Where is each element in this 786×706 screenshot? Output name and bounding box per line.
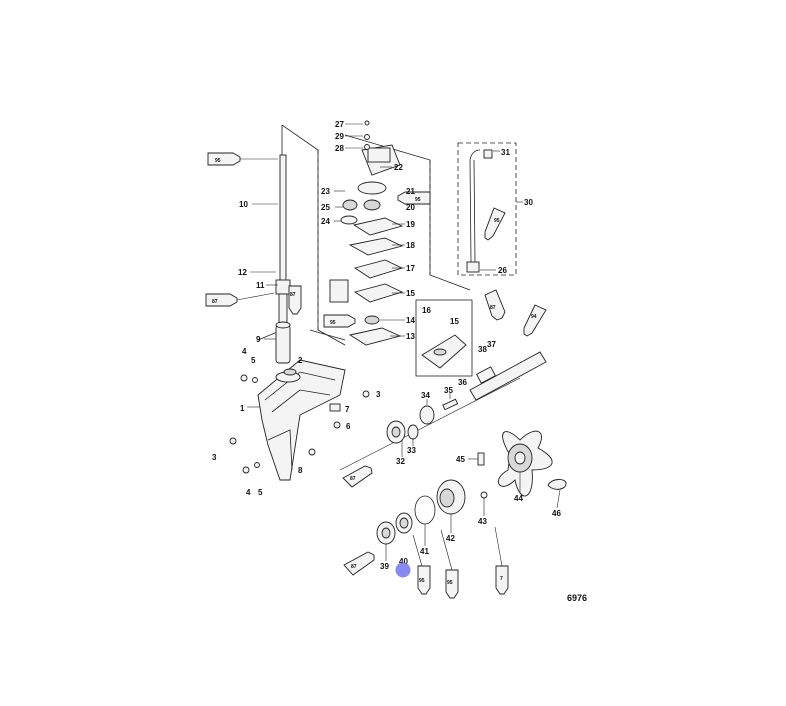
callout-24: 24 — [321, 217, 330, 226]
tube-95-shiftrod: 95 — [484, 207, 506, 241]
callout-numbers: 1 2 3 3 4 4 5 5 6 7 8 9 10 11 12 13 14 1… — [212, 120, 561, 571]
callout-40: 40 — [399, 557, 408, 566]
forward-gear — [386, 398, 459, 444]
callout-35: 35 — [444, 386, 453, 395]
drawing-number: 6976 — [567, 593, 587, 603]
tube-label: 95 — [330, 320, 336, 326]
propeller-shaft — [339, 351, 547, 471]
pump-inset-box — [415, 299, 473, 377]
fasteners — [229, 120, 567, 499]
callout-25: 25 — [321, 203, 330, 212]
callout-45: 45 — [456, 455, 465, 464]
tube-label: 95 — [494, 218, 500, 224]
tube-label: 87 — [350, 476, 356, 482]
tube-label: 95 — [215, 158, 221, 164]
bearing-sleeve — [275, 321, 291, 364]
callout-34: 34 — [421, 391, 430, 400]
callout-10: 10 — [239, 200, 248, 209]
bearings — [376, 512, 413, 545]
callout-12: 12 — [238, 268, 247, 277]
callout-41: 41 — [420, 547, 429, 556]
callout-11: 11 — [256, 281, 265, 290]
callout-18: 18 — [406, 241, 415, 250]
water-pump-stack — [329, 144, 404, 346]
callout-5: 5 — [258, 488, 263, 497]
tube-87-left: 87 — [205, 292, 275, 307]
callout-36: 36 — [458, 378, 467, 387]
leader-lines — [247, 123, 561, 561]
callout-31: 31 — [501, 148, 510, 157]
tube-95-top-left: 95 — [207, 152, 278, 166]
callout-42: 42 — [446, 534, 455, 543]
shift-rod-frame — [457, 142, 517, 276]
callout-4: 4 — [242, 347, 247, 356]
gear-housing — [257, 359, 346, 481]
callout-21: 21 — [406, 187, 415, 196]
o-ring — [414, 495, 436, 525]
lubricant-tubes: 95 87 87 95 95 95 87 94 — [205, 152, 547, 599]
tube-label: 95 — [419, 578, 425, 584]
callout-38: 38 — [478, 345, 487, 354]
tube-94: 94 — [523, 304, 547, 337]
tube-87-vertical: 87 — [288, 285, 302, 315]
callout-8: 8 — [298, 466, 303, 475]
callout-4: 4 — [246, 488, 251, 497]
propeller — [497, 430, 553, 497]
tube-label: 87 — [212, 299, 218, 305]
tube-95-bearing: 95 — [412, 534, 431, 595]
callout-5: 5 — [251, 356, 256, 365]
callout-13: 13 — [406, 332, 415, 341]
tube-label: 7 — [500, 576, 503, 582]
callout-33: 33 — [407, 446, 416, 455]
callout-30: 30 — [524, 198, 533, 207]
callout-14: 14 — [406, 316, 415, 325]
callout-28: 28 — [335, 144, 344, 153]
callout-3: 3 — [212, 453, 217, 462]
driveshaft-housing-outline — [257, 124, 346, 346]
callout-43: 43 — [478, 517, 487, 526]
callout-17: 17 — [406, 264, 415, 273]
tube-label: 87 — [490, 305, 496, 311]
callout-37: 37 — [487, 340, 496, 349]
callout-44: 44 — [514, 494, 523, 503]
callout-15: 15 — [450, 317, 459, 326]
bearing-carrier — [436, 479, 466, 515]
tube-7: 7 — [494, 526, 509, 595]
tube-87-bearing: 87 — [343, 551, 375, 576]
tube-label: 94 — [531, 314, 537, 320]
callout-20: 20 — [406, 203, 415, 212]
callout-46: 46 — [552, 509, 561, 518]
callout-26: 26 — [498, 266, 507, 275]
tube-label: 87 — [290, 292, 296, 298]
callout-27: 27 — [335, 120, 344, 129]
callout-15: 15 — [406, 289, 415, 298]
tube-95-pump-upper: 95 — [397, 191, 431, 205]
callout-3: 3 — [376, 390, 381, 399]
callout-23: 23 — [321, 187, 330, 196]
tube-87-shiftrod: 87 — [484, 289, 506, 321]
callout-7: 7 — [345, 405, 350, 414]
tube-label: 87 — [351, 564, 357, 570]
callout-32: 32 — [396, 457, 405, 466]
tube-label: 95 — [415, 197, 421, 203]
callout-1: 1 — [240, 404, 245, 413]
callout-9: 9 — [256, 335, 261, 344]
callout-29: 29 — [335, 132, 344, 141]
tube-label: 95 — [447, 580, 453, 586]
tube-95-carrier: 95 — [440, 529, 459, 599]
tube-87-gear: 87 — [342, 465, 373, 488]
tube-95-pump: 95 — [323, 314, 356, 328]
callout-16: 16 — [422, 306, 431, 315]
callout-39: 39 — [380, 562, 389, 571]
callout-22: 22 — [394, 163, 403, 172]
highlight-marker[interactable] — [395, 562, 411, 578]
callout-19: 19 — [406, 220, 415, 229]
callout-2: 2 — [298, 356, 303, 365]
callout-6: 6 — [346, 422, 351, 431]
